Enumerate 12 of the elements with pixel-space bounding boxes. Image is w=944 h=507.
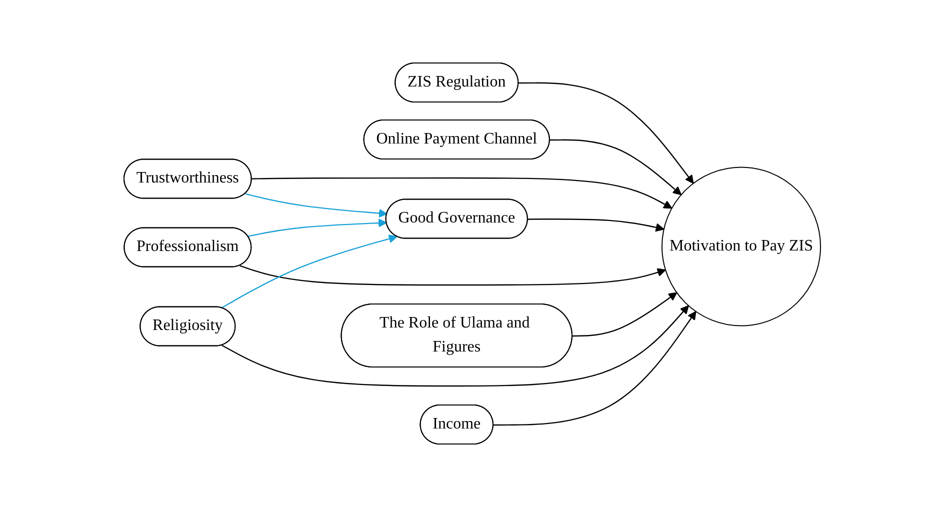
arrow (251, 177, 672, 209)
arrow (221, 305, 689, 387)
node-circle: Motivation to Pay ZIS (661, 166, 821, 326)
arrow (572, 292, 677, 337)
arrow (248, 218, 387, 237)
arrow (493, 311, 696, 426)
arrow (528, 218, 664, 232)
arrow (518, 82, 694, 184)
arrow (239, 265, 666, 286)
arrow (550, 139, 682, 196)
arrow (244, 193, 388, 218)
arrow (220, 234, 398, 308)
